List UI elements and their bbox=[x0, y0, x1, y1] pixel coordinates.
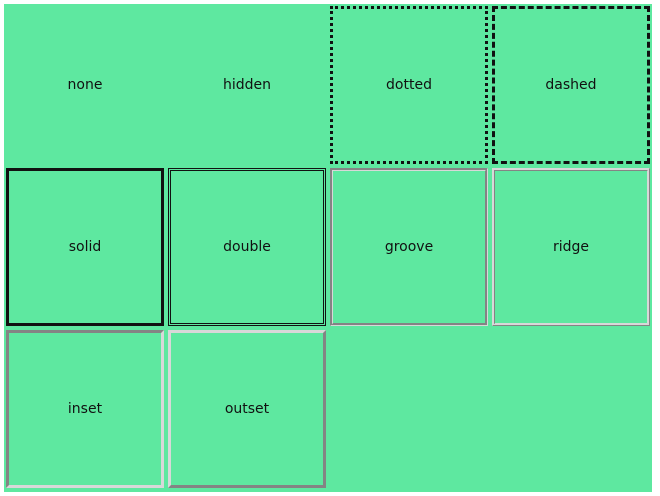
box-double: double bbox=[168, 168, 326, 326]
box-label: double bbox=[223, 239, 271, 255]
box-label: inset bbox=[67, 401, 103, 417]
box-inset: inset bbox=[6, 330, 164, 488]
box-label: dashed bbox=[545, 77, 597, 93]
box-outset: outset bbox=[168, 330, 326, 488]
box-groove: groove bbox=[330, 168, 488, 326]
box-label: ridge bbox=[552, 239, 590, 255]
box-ridge: ridge bbox=[492, 168, 650, 326]
box-label: solid bbox=[68, 239, 102, 255]
box-solid: solid bbox=[6, 168, 164, 326]
box-none: none bbox=[6, 6, 164, 164]
box-dashed: dashed bbox=[492, 6, 650, 164]
box-hidden: hidden bbox=[168, 6, 326, 164]
box-label: dotted bbox=[386, 77, 432, 93]
border-style-grid: none hidden dotted dashed solid double g… bbox=[4, 4, 652, 490]
box-label: groove bbox=[384, 239, 434, 255]
box-dotted: dotted bbox=[330, 6, 488, 164]
box-label: outset bbox=[224, 401, 270, 417]
box-label: none bbox=[67, 77, 103, 93]
box-label: hidden bbox=[222, 77, 272, 93]
border-style-demo: none hidden dotted dashed solid double g… bbox=[4, 4, 652, 492]
